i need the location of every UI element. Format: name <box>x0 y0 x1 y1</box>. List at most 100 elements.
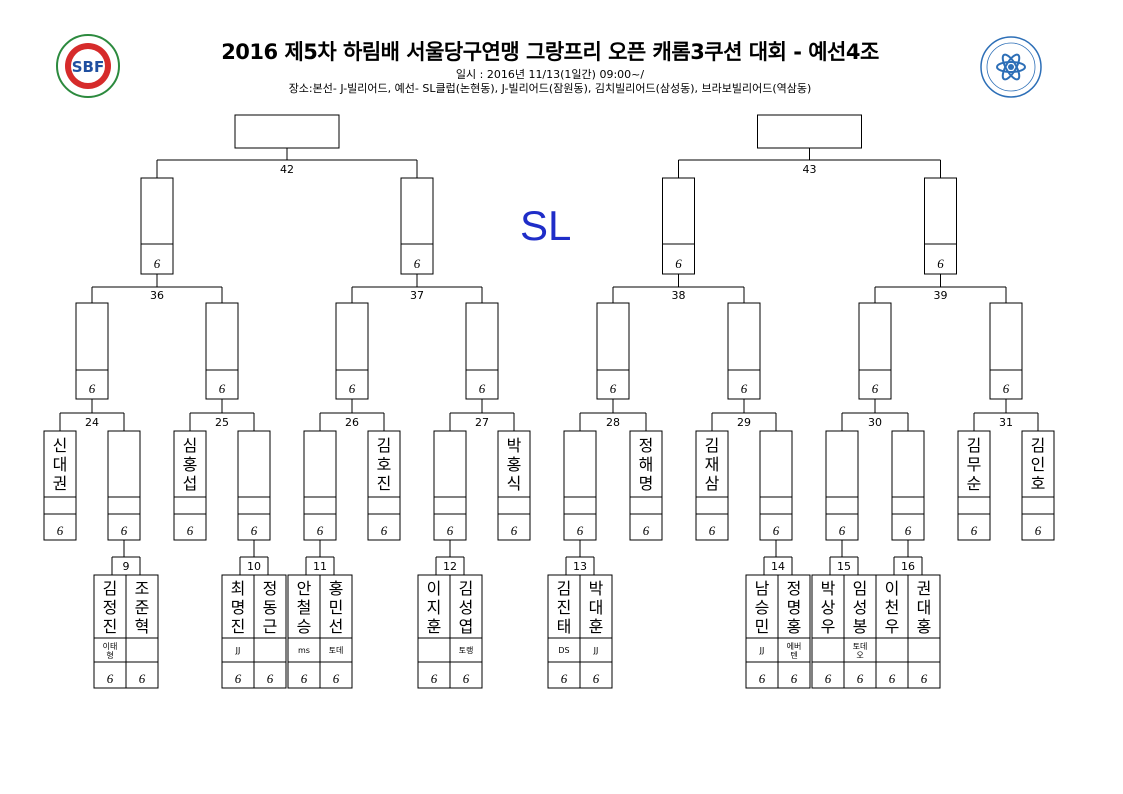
score-mark: 6 <box>773 523 780 538</box>
player-name: 재 <box>705 455 720 474</box>
player-name: 남 <box>755 579 770 598</box>
prelim-player-box <box>907 574 941 689</box>
score-mark: 6 <box>921 671 928 686</box>
player-name: 우 <box>821 617 836 636</box>
player-name: 대 <box>53 455 68 474</box>
match-number: 12 <box>443 560 457 573</box>
score-mark: 6 <box>267 671 274 686</box>
club-label: 이태 <box>103 641 118 651</box>
club-label: ms <box>298 646 310 655</box>
club-label: 토데 <box>329 646 344 655</box>
player-name: 동 <box>263 598 278 617</box>
score-mark: 6 <box>593 671 600 686</box>
score-mark: 6 <box>463 671 470 686</box>
player-name: 대 <box>917 598 932 617</box>
score-mark: 6 <box>759 671 766 686</box>
score-mark: 6 <box>791 671 798 686</box>
score-mark: 6 <box>937 256 944 271</box>
player-name: 혁 <box>135 617 150 636</box>
player-name: 김 <box>967 436 982 455</box>
player-name: 신 <box>53 436 68 455</box>
player-name: 삼 <box>705 474 720 493</box>
player-name: 봉 <box>853 617 868 636</box>
player-name: 홍 <box>507 455 522 474</box>
club-label: 텐 <box>790 650 797 660</box>
player-name: 김 <box>103 579 118 598</box>
player-name: 권 <box>53 474 68 493</box>
player-name: 명 <box>787 598 802 617</box>
player-name: 천 <box>885 598 900 617</box>
score-mark: 6 <box>1035 523 1042 538</box>
prelim-player-box <box>449 574 483 689</box>
player-name: 호 <box>377 455 392 474</box>
match-number: 42 <box>280 163 294 176</box>
player-name: 최 <box>231 579 246 598</box>
match-number: 30 <box>868 416 882 429</box>
player-name: 이 <box>885 579 900 598</box>
score-mark: 6 <box>839 523 846 538</box>
player-name: 지 <box>427 598 442 617</box>
score-mark: 6 <box>107 671 114 686</box>
player-name: 식 <box>507 474 522 493</box>
match-number: 39 <box>934 289 948 302</box>
club-label: 토데 <box>853 642 868 651</box>
score-mark: 6 <box>317 523 324 538</box>
score-mark: 6 <box>154 256 161 271</box>
player-name: 명 <box>639 474 654 493</box>
score-mark: 6 <box>610 381 617 396</box>
score-mark: 6 <box>139 671 146 686</box>
score-mark: 6 <box>905 523 912 538</box>
match-number: 31 <box>999 416 1013 429</box>
prelim-player-box <box>319 574 353 689</box>
player-name: 이 <box>427 579 442 598</box>
player-name: 인 <box>1031 455 1046 474</box>
player-name: 정 <box>639 436 654 455</box>
player-name: 대 <box>589 598 604 617</box>
group-winner-box <box>757 114 862 149</box>
match-number: 24 <box>85 416 99 429</box>
club-label: 오 <box>856 651 863 660</box>
match-number: 37 <box>410 289 424 302</box>
player-name: 심 <box>183 436 198 455</box>
player-name: 정 <box>263 579 278 598</box>
player-name: 근 <box>263 617 278 636</box>
match-number: 38 <box>672 289 686 302</box>
match-number: 36 <box>150 289 164 302</box>
prelim-player-box <box>579 574 613 689</box>
player-name: 철 <box>297 598 312 617</box>
player-name: 김 <box>1031 436 1046 455</box>
player-name: 진 <box>103 617 118 636</box>
player-name: 승 <box>297 617 312 636</box>
match-number: 26 <box>345 416 359 429</box>
player-name: 정 <box>103 598 118 617</box>
score-mark: 6 <box>301 671 308 686</box>
venue-line: 장소:본선- J-빌리어드, 예선- SL클럽(논현동), J-빌리어드(잠원동… <box>288 82 812 95</box>
player-name: 명 <box>231 598 246 617</box>
prelim-player-box <box>253 574 287 689</box>
player-name: 박 <box>589 579 604 598</box>
score-mark: 6 <box>857 671 864 686</box>
match-number: 11 <box>313 560 327 573</box>
player-name: 김 <box>557 579 572 598</box>
player-name: 섭 <box>183 474 198 493</box>
venue-mark: SL <box>520 202 572 249</box>
player-name: 안 <box>297 579 312 598</box>
player-name: 민 <box>755 617 770 636</box>
score-mark: 6 <box>219 381 226 396</box>
player-name: 박 <box>821 579 836 598</box>
player-name: 우 <box>885 617 900 636</box>
seoul-sports-council-logo <box>980 36 1042 98</box>
player-name: 홍 <box>183 455 198 474</box>
match-number: 28 <box>606 416 620 429</box>
player-name: 진 <box>231 617 246 636</box>
player-name: 태 <box>557 617 572 636</box>
score-mark: 6 <box>889 671 896 686</box>
player-name: 훈 <box>589 617 604 636</box>
club-label: 토랭 <box>459 645 474 655</box>
score-mark: 6 <box>1003 381 1010 396</box>
club-label: JJ <box>593 646 599 655</box>
score-mark: 6 <box>431 671 438 686</box>
club-label: 형 <box>106 651 113 660</box>
date-line: 일시 : 2016년 11/13(1일간) 09:00~/ <box>455 68 645 81</box>
player-name: 홍 <box>787 617 802 636</box>
